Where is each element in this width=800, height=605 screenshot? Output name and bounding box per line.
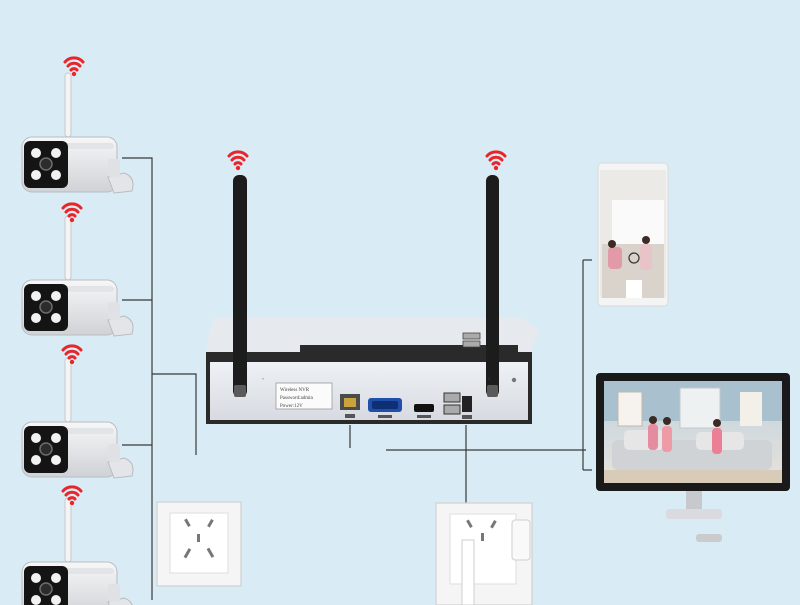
nvr-label-line-2: Password:admin [280,396,314,401]
svg-text:Y: Y [262,377,264,381]
nvr-lid [206,318,540,352]
wall-socket-left [156,501,242,587]
nvr-front-panel [210,362,528,420]
svg-text:Y: Y [488,377,490,381]
power-jack [462,396,472,412]
usb-port-2 [443,404,461,415]
camera-power-line [152,373,197,455]
camera-bus-line [122,157,153,600]
monitor-stand-base [666,509,722,519]
mobile-device [597,162,669,307]
power-adapter [461,539,475,605]
nvr-device: Wireless NVR Password:admin Power:12V Y … [206,175,540,424]
nvr-antenna-left [233,175,247,397]
usb-port-1 [443,392,461,403]
nvr-label-line-3: Power:12V [280,404,303,409]
status-led [511,377,517,383]
nvr-label-line-1: Wireless NVR [280,388,310,393]
hdmi-port [414,404,434,412]
monitor-stand-neck [686,491,702,509]
connector-lines [122,157,592,600]
nvr-label-sticker [275,382,333,410]
nvr-antenna-right [486,175,499,397]
wall-socket-center [435,502,533,605]
monitor [596,373,790,542]
